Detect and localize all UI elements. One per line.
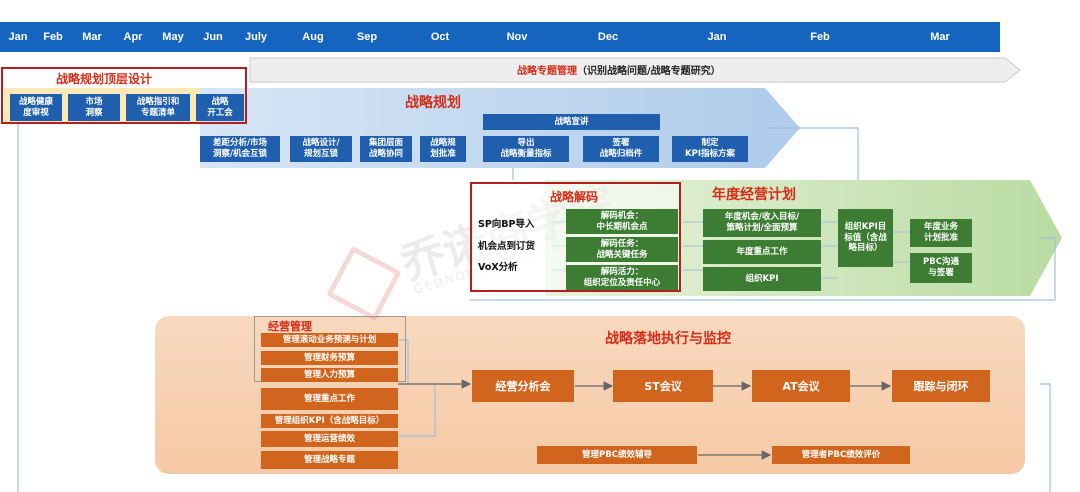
mgmt-item: 管理人力预算 xyxy=(261,368,398,382)
month-label: Jan xyxy=(707,31,727,43)
top-design-item: 战略 开工会 xyxy=(196,94,244,121)
pbc-signing-box: PBC沟通 与签署 xyxy=(910,253,972,283)
month-label: Apr xyxy=(123,31,143,43)
decoding-input: VoX分析 xyxy=(478,262,518,273)
annual-plan-item: 组织KPI xyxy=(703,267,821,291)
mgmt-item: 管理重点工作 xyxy=(261,388,398,410)
flow-step: ST会议 xyxy=(613,370,713,402)
flow-step: 跟踪与闭环 xyxy=(892,370,990,402)
annual-plan-item: 年度机会/收入目标/ 策略计划/全面预算 xyxy=(703,209,821,237)
pbc-item: 管理PBC绩效辅导 xyxy=(537,446,697,464)
strategy-planning-item: 差距分析/市场 洞察/机会互锁 xyxy=(200,136,280,162)
strategy-planning-item: 战略设计/ 规划互锁 xyxy=(290,136,352,162)
strategy-communication-title: 战略宣讲 xyxy=(483,114,660,130)
decoding-item: 解码任务： 战略关键任务 xyxy=(566,237,678,262)
month-label: Nov xyxy=(506,31,528,43)
top-design-item: 战略健康 度审视 xyxy=(10,94,62,121)
decoding-title: 战略解码 xyxy=(550,190,599,204)
top-design-item: 市场 洞察 xyxy=(68,94,120,121)
strategy-topics-subtitle: （识别战略问题/战略专题研究） xyxy=(577,66,721,77)
strategy-topics-title: 战略专题管理 xyxy=(517,66,577,77)
strategy-communication-item: 导出 战略衡量指标 xyxy=(483,136,569,162)
month-label: Feb xyxy=(43,31,63,43)
flow-step: 经营分析会 xyxy=(472,370,574,402)
month-label: Aug xyxy=(302,31,324,43)
mgmt-item: 管理财务预算 xyxy=(261,351,398,365)
strategy-planning-title: 战略规划 xyxy=(405,95,461,111)
mgmt-title: 经营管理 xyxy=(268,320,312,333)
month-label: Oct xyxy=(430,31,450,43)
month-label: Feb xyxy=(810,31,830,43)
strategy-topics-arrow xyxy=(249,57,1021,83)
annual-plan-item: 年度重点工作 xyxy=(703,240,821,264)
strategy-planning-item: 战略规 划批准 xyxy=(420,136,466,162)
strategy-planning-item: 集团层面 战略协同 xyxy=(360,136,412,162)
mgmt-item: 管理滚动业务预测与计划 xyxy=(261,333,398,347)
top-design-frame xyxy=(1,67,247,124)
strategy-communication-item: 签署 战略归档件 xyxy=(583,136,659,162)
month-label: Jun xyxy=(203,31,223,43)
month-label: Mar xyxy=(930,31,950,43)
mgmt-item: 管理组织KPI（含战略目标） xyxy=(261,414,398,428)
month-label: May xyxy=(162,31,184,43)
pbc-item: 管理者PBC绩效评价 xyxy=(772,446,910,464)
execution-title: 战略落地执行与监控 xyxy=(605,331,731,347)
month-label: Jan xyxy=(8,31,28,43)
strategy-topics-label: 战略专题管理（识别战略问题/战略专题研究） xyxy=(517,62,721,78)
annual-plan-title: 年度经营计划 xyxy=(712,187,796,203)
kpi-target-box: 组织KPI目 标值（含战 略目标） xyxy=(838,209,893,267)
month-label: Dec xyxy=(597,31,619,43)
month-label: Mar xyxy=(82,31,102,43)
timeline-bar: Jan Feb Mar Apr May Jun July Aug Sep Oct… xyxy=(0,22,1000,52)
strategy-communication-item: 制定 KPI指标方案 xyxy=(672,136,748,162)
mgmt-item: 管理运营绩效 xyxy=(261,431,398,447)
decoding-item: 解码活力： 组织定位及责任中心 xyxy=(566,265,678,290)
decoding-input: 机会点到订货 xyxy=(478,241,536,252)
top-design-title: 战略规划顶层设计 xyxy=(56,72,153,86)
mgmt-item: 管理战略专题 xyxy=(261,451,398,469)
flow-step: AT会议 xyxy=(752,370,850,402)
top-design-item: 战略指引和 专题清单 xyxy=(126,94,190,121)
month-label: Sep xyxy=(356,31,378,43)
decoding-item: 解码机会： 中长期机会点 xyxy=(566,209,678,234)
month-label: July xyxy=(244,31,268,43)
plan-approval-box: 年度业务 计划批准 xyxy=(910,219,972,247)
decoding-input: SP向BP导入 xyxy=(478,219,535,230)
